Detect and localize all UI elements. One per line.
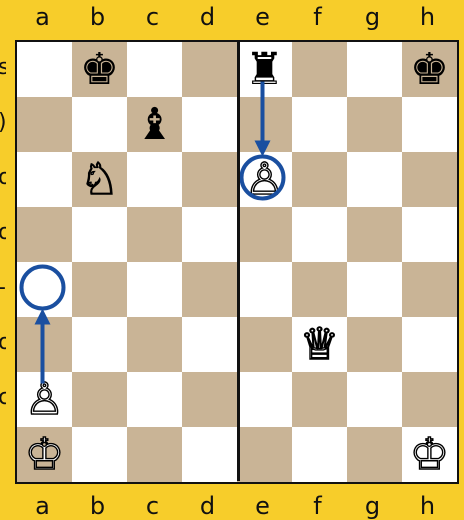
square-b2[interactable] (72, 372, 127, 427)
square-e3[interactable] (237, 317, 292, 372)
square-c1[interactable] (127, 427, 182, 482)
square-e2[interactable] (237, 372, 292, 427)
white-pawn-icon[interactable]: ♙ (237, 152, 292, 207)
white-knight-icon[interactable]: ♘ (72, 152, 127, 207)
square-d3[interactable] (182, 317, 237, 372)
square-h5[interactable] (402, 207, 457, 262)
board-divider (237, 40, 240, 481)
square-d5[interactable] (182, 207, 237, 262)
square-d1[interactable] (182, 427, 237, 482)
file-label-e-bottom: e (235, 494, 290, 518)
file-label-b-bottom: b (70, 494, 125, 518)
square-a8[interactable] (17, 42, 72, 97)
square-f8[interactable] (292, 42, 347, 97)
rank-label-partial: o (0, 221, 6, 245)
square-h3[interactable] (402, 317, 457, 372)
square-a4[interactable] (17, 262, 72, 317)
white-king-icon[interactable]: ♔ (402, 427, 457, 482)
square-b1[interactable] (72, 427, 127, 482)
rank-label-partial: - (0, 276, 6, 300)
square-c3[interactable] (127, 317, 182, 372)
file-label-h-top: h (400, 5, 455, 29)
square-g1[interactable] (347, 427, 402, 482)
square-f1[interactable] (292, 427, 347, 482)
file-label-b-top: b (70, 5, 125, 29)
square-f7[interactable] (292, 97, 347, 152)
square-b4[interactable] (72, 262, 127, 317)
square-d7[interactable] (182, 97, 237, 152)
square-b7[interactable] (72, 97, 127, 152)
file-label-a-bottom: a (15, 494, 70, 518)
square-h6[interactable] (402, 152, 457, 207)
black-king-icon[interactable]: ♚ (402, 42, 457, 97)
file-label-a-top: a (15, 5, 70, 29)
square-h4[interactable] (402, 262, 457, 317)
square-c8[interactable] (127, 42, 182, 97)
square-b3[interactable] (72, 317, 127, 372)
square-g3[interactable] (347, 317, 402, 372)
square-c5[interactable] (127, 207, 182, 262)
square-g2[interactable] (347, 372, 402, 427)
square-g8[interactable] (347, 42, 402, 97)
square-d2[interactable] (182, 372, 237, 427)
square-f5[interactable] (292, 207, 347, 262)
square-f4[interactable] (292, 262, 347, 317)
square-h7[interactable] (402, 97, 457, 152)
file-label-h-bottom: h (400, 494, 455, 518)
black-rook-icon[interactable]: ♜ (237, 42, 292, 97)
square-g4[interactable] (347, 262, 402, 317)
black-bishop-icon[interactable]: ♝ (127, 97, 182, 152)
square-e7[interactable] (237, 97, 292, 152)
rank-label-partial: s (0, 56, 6, 80)
square-c6[interactable] (127, 152, 182, 207)
file-label-g-top: g (345, 5, 400, 29)
square-d4[interactable] (182, 262, 237, 317)
white-pawn-icon[interactable]: ♙ (17, 372, 72, 427)
square-a7[interactable] (17, 97, 72, 152)
square-e4[interactable] (237, 262, 292, 317)
file-label-c-bottom: c (125, 494, 180, 518)
rank-label-partial: o (0, 331, 6, 355)
square-a3[interactable] (17, 317, 72, 372)
square-g5[interactable] (347, 207, 402, 262)
square-e5[interactable] (237, 207, 292, 262)
file-label-g-bottom: g (345, 494, 400, 518)
white-queen-icon[interactable]: ♕ (292, 317, 347, 372)
square-g6[interactable] (347, 152, 402, 207)
black-king-icon[interactable]: ♚ (72, 42, 127, 97)
file-label-d-top: d (180, 5, 235, 29)
square-e1[interactable] (237, 427, 292, 482)
square-h2[interactable] (402, 372, 457, 427)
rank-label-partial: c (0, 386, 6, 410)
square-c4[interactable] (127, 262, 182, 317)
file-label-d-bottom: d (180, 494, 235, 518)
rank-label-partial: ) (0, 111, 6, 135)
rank-label-partial: o (0, 166, 6, 190)
white-king-icon[interactable]: ♔ (17, 427, 72, 482)
square-g7[interactable] (347, 97, 402, 152)
square-a6[interactable] (17, 152, 72, 207)
square-f6[interactable] (292, 152, 347, 207)
file-label-f-top: f (290, 5, 345, 29)
square-c2[interactable] (127, 372, 182, 427)
file-label-e-top: e (235, 5, 290, 29)
square-a5[interactable] (17, 207, 72, 262)
file-label-c-top: c (125, 5, 180, 29)
square-d8[interactable] (182, 42, 237, 97)
square-d6[interactable] (182, 152, 237, 207)
square-f2[interactable] (292, 372, 347, 427)
file-label-f-bottom: f (290, 494, 345, 518)
square-b5[interactable] (72, 207, 127, 262)
